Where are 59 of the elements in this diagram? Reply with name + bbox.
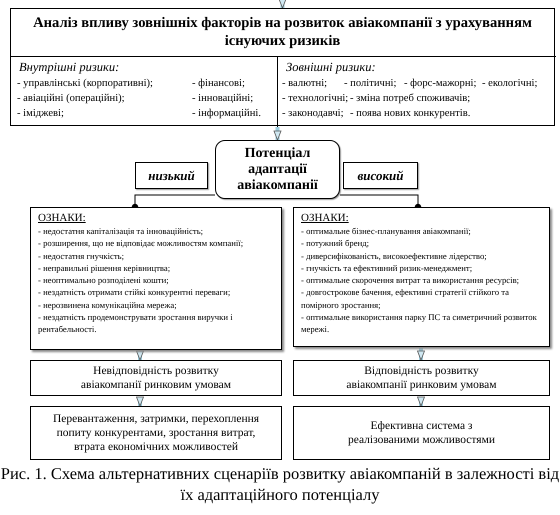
figure-caption: Рис. 1. Схема альтернативних сценаріїв розвитку авіакомпаній в залежності від їх адаптаційного потенціалу: [0, 463, 560, 505]
risk-item: - форс-мажорні;: [404, 78, 476, 89]
result-box: [293, 406, 550, 460]
list-item: - нерозвинена комунікаційна мережа;: [38, 298, 178, 312]
risk-item: - управлінські (корпоративні);: [17, 78, 153, 89]
list-item: - нездатність продемонструвати зростання виручки і рентабельності.: [38, 311, 234, 336]
arrow: [274, 127, 282, 140]
level-box: [135, 162, 208, 189]
risk-item: - технологічні;: [282, 93, 348, 104]
risk-item: - валютні;: [282, 78, 328, 89]
risk-item: - фінансові;: [192, 78, 245, 89]
list-heading: ОЗНАКИ:: [38, 211, 87, 225]
box-text: Ефективна система з реалізованими можливостями: [346, 419, 496, 447]
box-text: Невідповідність розвитку авіакомпанії ринковим умовам: [80, 364, 232, 392]
result-box: [30, 406, 282, 460]
arrow: [136, 350, 144, 360]
level-label: низький: [148, 168, 195, 182]
list-item: - розширення, що не відповідає можливостям компанії;: [38, 237, 244, 250]
box-text: Відповідність розвитку авіакомпанії ринковим умовам: [345, 364, 498, 392]
risk-item: - авіаційні (операційні);: [17, 93, 125, 104]
list-item: - оптимальне використання парку ПС та симетричний розвиток мережі.: [301, 311, 538, 336]
list-item: - потужний бренд;: [301, 237, 370, 250]
box-text: Потенціал адаптації авіакомпанії: [236, 146, 319, 194]
list-item: - оптимальне скорочення витрат та використання ресурсів;: [301, 274, 520, 286]
list-heading: ОЗНАКИ:: [301, 211, 350, 225]
risk-item: - екологічні;: [482, 78, 538, 89]
risk-panel: [11, 56, 278, 127]
list-item: - гнучкість та ефективний ризик-менеджмент;: [301, 262, 474, 274]
list-item: - нездатність отримати стійкі конкурентні переваги;: [38, 286, 232, 299]
result-box: [293, 360, 550, 396]
analysis-box: [10, 8, 555, 126]
level-label: високий: [357, 168, 404, 182]
risk-item: - інформаційні.: [192, 108, 261, 119]
box-text: Перевантаження, затримки, перехоплення попиту конкурентами, зростання витрат, втрата економічних можливостей: [52, 412, 260, 454]
arrow: [136, 396, 144, 406]
panel-heading: Зовнішні ризики:: [286, 60, 376, 75]
list-item: - недостатня гнучкість;: [38, 250, 126, 262]
risk-item: - зміна потреб споживачів;: [350, 93, 470, 104]
rounded-box: [215, 140, 340, 199]
panel-heading: Внутрішні ризики:: [19, 60, 120, 75]
features-box: [293, 207, 550, 347]
box-heading: Аналіз впливу зовнішніх факторів на розвиток авіакомпанії з урахуванням існуючих ризиків: [32, 14, 533, 50]
list-item: - диверсифікованість, високоефективне лідерство;: [301, 250, 488, 262]
list-item: - неправильні рішення керівництва;: [38, 262, 172, 274]
risk-item: - законодавчі;: [282, 108, 344, 119]
result-box: [30, 360, 282, 396]
list-item: - довгострокове бачення, ефективні стратегії стійкого та помірного зростання;: [301, 286, 510, 312]
risk-item: - політичні;: [344, 78, 396, 89]
risk-item: - інноваційні;: [192, 93, 254, 104]
features-box: [30, 207, 282, 350]
arrow: [417, 348, 425, 360]
arrow: [417, 396, 425, 406]
risk-item: - поява нових конкурентів.: [350, 108, 470, 119]
level-box: [343, 162, 418, 189]
list-item: - неоптимально розподілені кошти;: [38, 274, 170, 286]
arrow: [278, 0, 286, 8]
risk-item: - іміджеві;: [17, 108, 64, 119]
list-item: - оптимальне бізнес-планування авіакомпанії;: [301, 225, 472, 238]
list-item: - недостатня капіталізація та інноваційність;: [38, 225, 204, 238]
